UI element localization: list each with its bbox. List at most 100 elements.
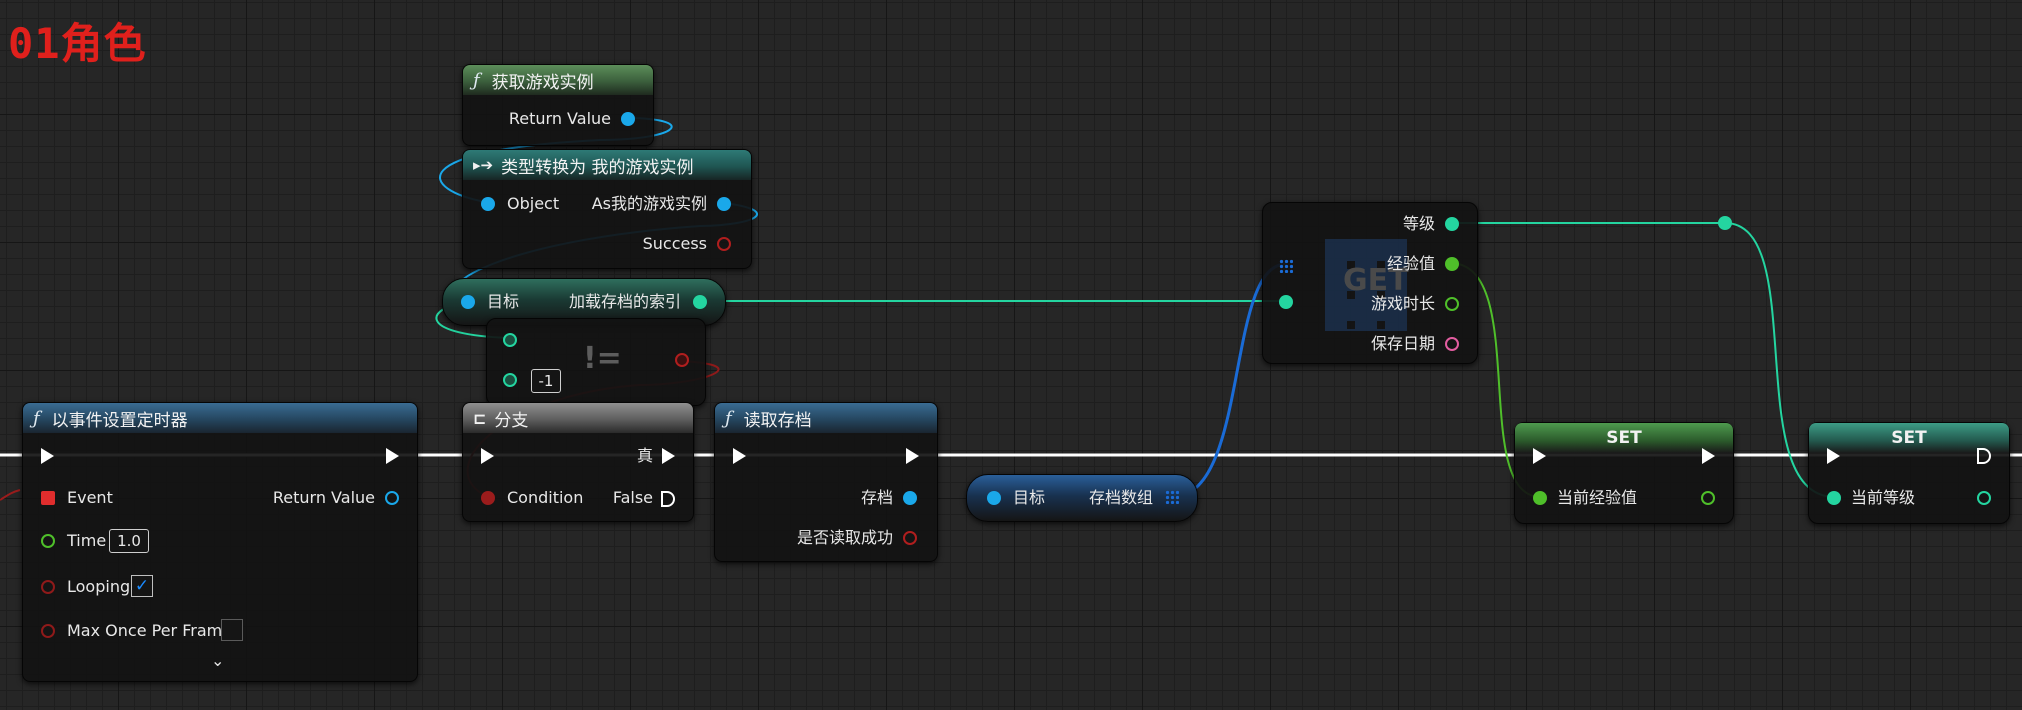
get-watermark: GET bbox=[1343, 263, 1409, 298]
time-value-field[interactable]: 1.0 bbox=[109, 529, 149, 553]
load-success-label: 是否读取成功 bbox=[796, 528, 893, 547]
set-current-level-node[interactable]: SET 当前等级 bbox=[1808, 422, 2010, 524]
exec-in-pin[interactable] bbox=[481, 448, 494, 464]
branch-node[interactable]: ⊏ 分支 真 Condition False bbox=[462, 402, 694, 522]
node-header[interactable]: ƒ 以事件设置定时器 bbox=[23, 403, 417, 433]
event-wire bbox=[0, 489, 21, 501]
exec-in-pin[interactable] bbox=[41, 448, 54, 464]
true-exec-pin[interactable] bbox=[662, 448, 675, 464]
save-output-pin[interactable] bbox=[903, 491, 917, 505]
object-pin[interactable] bbox=[481, 197, 495, 211]
node-header[interactable]: ƒ 获取游戏实例 bbox=[463, 65, 653, 95]
get-game-instance-node[interactable]: ƒ 获取游戏实例 Return Value bbox=[462, 64, 654, 146]
not-equal-operator: != bbox=[583, 341, 622, 376]
not-equal-node[interactable]: -1 != bbox=[486, 318, 706, 406]
exec-out-pin[interactable] bbox=[906, 448, 919, 464]
load-save-index-label: 加载存档的索引 bbox=[568, 292, 681, 311]
exec-in-pin[interactable] bbox=[1827, 448, 1840, 464]
function-icon: ƒ bbox=[473, 69, 480, 91]
max-once-pin[interactable] bbox=[41, 624, 55, 638]
success-pin[interactable] bbox=[717, 237, 731, 251]
reroute-knot bbox=[1718, 216, 1732, 230]
max-once-checkbox[interactable] bbox=[221, 619, 243, 641]
load-success-pin[interactable] bbox=[903, 531, 917, 545]
target-pin[interactable] bbox=[987, 491, 1001, 505]
load-save-node[interactable]: ƒ 读取存档 存档 是否读取成功 bbox=[714, 402, 938, 562]
return-value-pin[interactable] bbox=[621, 112, 635, 126]
result-pin[interactable] bbox=[675, 353, 689, 367]
save-date-pin[interactable] bbox=[1445, 337, 1459, 351]
looping-label: Looping bbox=[67, 577, 131, 596]
set-current-exp-node[interactable]: SET 当前经验值 bbox=[1514, 422, 1734, 524]
condition-label: Condition bbox=[507, 488, 584, 507]
node-header[interactable]: ⊏ 分支 bbox=[463, 403, 693, 433]
node-title: 分支 bbox=[494, 410, 529, 431]
looping-checkbox[interactable]: ✓ bbox=[131, 575, 153, 597]
chevron-down-icon[interactable]: ⌄ bbox=[211, 651, 225, 670]
play-time-label: 游戏时长 bbox=[1370, 294, 1435, 313]
success-label: Success bbox=[642, 234, 707, 253]
max-once-label: Max Once Per Frame bbox=[67, 621, 233, 640]
as-game-instance-label: As我的游戏实例 bbox=[591, 194, 707, 213]
node-header[interactable]: ▸➔ 类型转换为 我的游戏实例 bbox=[463, 150, 751, 180]
save-array-label: 存档数组 bbox=[1088, 488, 1153, 507]
time-label: Time bbox=[67, 531, 107, 550]
level-wire bbox=[1450, 222, 1835, 498]
graph-title: 01角色 bbox=[8, 19, 147, 68]
exec-in-pin[interactable] bbox=[1533, 448, 1546, 464]
event-label: Event bbox=[67, 488, 113, 507]
exec-out-pin[interactable] bbox=[1702, 448, 1715, 464]
false-exec-pin[interactable] bbox=[661, 491, 675, 507]
condition-pin[interactable] bbox=[481, 491, 495, 505]
target-pin[interactable] bbox=[461, 295, 475, 309]
return-value-label: Return Value bbox=[508, 109, 611, 128]
array-grid-icon[interactable] bbox=[1165, 490, 1179, 504]
level-label: 等级 bbox=[1402, 214, 1435, 233]
grid-icon bbox=[1325, 239, 1407, 331]
true-label: 真 bbox=[636, 446, 653, 465]
event-pin[interactable] bbox=[41, 491, 55, 505]
play-time-pin[interactable] bbox=[1445, 297, 1459, 311]
function-icon: ƒ bbox=[33, 407, 40, 429]
current-exp-output-pin[interactable] bbox=[1701, 491, 1715, 505]
branch-icon: ⊏ bbox=[473, 408, 487, 428]
exec-out-pin[interactable] bbox=[1977, 448, 1991, 464]
level-pin[interactable] bbox=[1445, 217, 1459, 231]
time-pin[interactable] bbox=[41, 534, 55, 548]
node-title: 获取游戏实例 bbox=[491, 72, 594, 93]
node-header[interactable]: SET bbox=[1809, 423, 2009, 453]
function-icon: ƒ bbox=[725, 407, 732, 429]
exec-out-pin[interactable] bbox=[386, 448, 399, 464]
current-exp-label: 当前经验值 bbox=[1557, 488, 1638, 507]
looping-pin[interactable] bbox=[41, 580, 55, 594]
b-value-field[interactable]: -1 bbox=[531, 369, 561, 393]
node-title: 读取存档 bbox=[743, 410, 812, 431]
current-exp-input-pin[interactable] bbox=[1533, 491, 1547, 505]
current-level-output-pin[interactable] bbox=[1977, 491, 1991, 505]
target-label: 目标 bbox=[487, 292, 520, 311]
current-level-label: 当前等级 bbox=[1851, 488, 1916, 507]
b-input-pin[interactable] bbox=[503, 373, 517, 387]
exp-pin[interactable] bbox=[1445, 257, 1459, 271]
node-title: 以事件设置定时器 bbox=[51, 410, 188, 431]
exp-label: 经验值 bbox=[1386, 254, 1435, 273]
current-level-input-pin[interactable] bbox=[1827, 491, 1841, 505]
cast-to-game-instance-node[interactable]: ▸➔ 类型转换为 我的游戏实例 Object As我的游戏实例 Success bbox=[462, 149, 752, 269]
set-timer-by-event-node[interactable]: ƒ 以事件设置定时器 Event Return Value Time 1.0 L… bbox=[22, 402, 418, 682]
as-game-instance-pin[interactable] bbox=[717, 197, 731, 211]
array-get-node[interactable]: GET 等级 经验值 游戏时长 保存日期 bbox=[1262, 202, 1478, 364]
return-value-pin[interactable] bbox=[385, 491, 399, 505]
array-input-icon[interactable] bbox=[1279, 259, 1293, 273]
save-array-getter-node[interactable]: 目标 存档数组 bbox=[966, 474, 1198, 522]
false-label: False bbox=[612, 488, 653, 507]
exec-in-pin[interactable] bbox=[733, 448, 746, 464]
index-pin[interactable] bbox=[1279, 295, 1293, 309]
node-header[interactable]: SET bbox=[1515, 423, 1733, 453]
a-input-pin[interactable] bbox=[503, 333, 517, 347]
cast-icon: ▸➔ bbox=[473, 156, 494, 174]
object-label: Object bbox=[507, 194, 560, 213]
save-date-label: 保存日期 bbox=[1370, 334, 1435, 353]
load-save-index-pin[interactable] bbox=[693, 295, 707, 309]
target-label: 目标 bbox=[1013, 488, 1046, 507]
node-header[interactable]: ƒ 读取存档 bbox=[715, 403, 937, 433]
